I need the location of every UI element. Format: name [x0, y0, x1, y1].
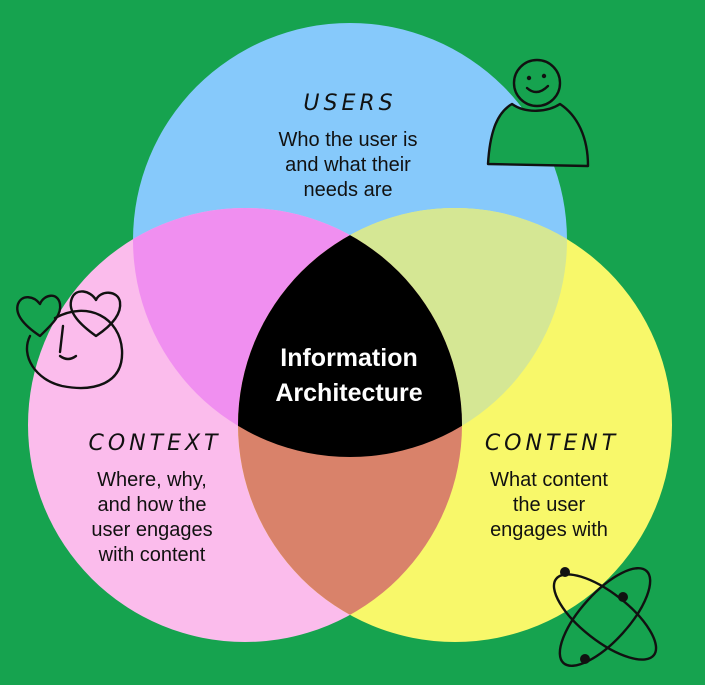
content-title: CONTENT: [485, 431, 619, 456]
content-desc-line-3: engages with: [490, 519, 608, 541]
person-icon: [486, 58, 590, 168]
users-desc-line-3: needs are: [304, 179, 393, 201]
center-label-line-2: Architecture: [275, 379, 422, 407]
context-desc-line-1: Where, why,: [97, 469, 207, 491]
content-desc-line-2: the user: [513, 494, 586, 516]
users-title: USERS: [303, 91, 396, 116]
content-desc-line-1: What content: [490, 469, 608, 491]
hearts-face-icon: [16, 290, 124, 390]
context-title: CONTEXT: [89, 431, 222, 456]
context-desc-line-4: with content: [98, 544, 206, 566]
center-overlap: [238, 208, 462, 457]
context-desc-line-3: user engages: [91, 519, 212, 541]
users-desc-line-1: Who the user is: [279, 129, 418, 151]
atom-icon: [552, 567, 658, 667]
context-desc-line-2: and how the: [98, 494, 207, 516]
users-desc-line-2: and what their: [285, 154, 411, 176]
center-label-line-1: Information: [280, 344, 418, 372]
